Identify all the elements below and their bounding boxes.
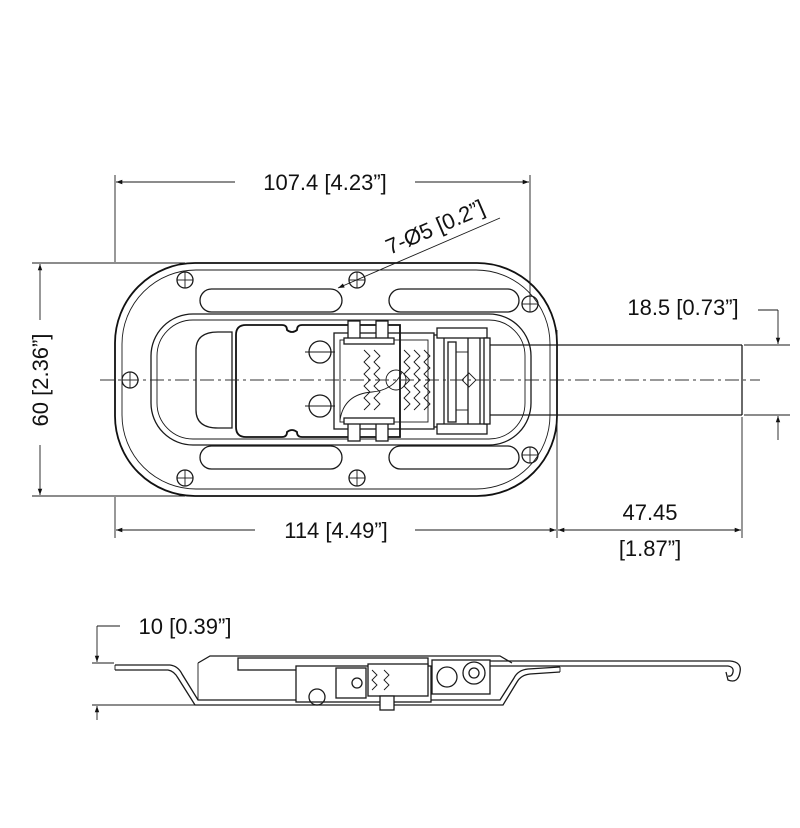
side-view — [114, 655, 741, 711]
dim-height-text: 60 [2.36”] — [28, 334, 53, 427]
grip-pocket — [195, 331, 233, 429]
slot-top-left — [199, 288, 343, 313]
side-handle-hook — [490, 660, 741, 682]
dim-top-width-text: 107.4 [4.23”] — [263, 170, 387, 195]
handle-bar — [490, 344, 743, 416]
dim-handle-width-text: 18.5 [0.73”] — [627, 295, 738, 320]
latch-plate — [235, 324, 401, 438]
top-view — [100, 262, 760, 497]
slot-bottom-left — [199, 445, 343, 470]
pins — [343, 320, 395, 442]
dimension-handle-width: 18.5 [0.73”] — [627, 295, 790, 440]
dimension-top-width: 107.4 [4.23”] — [114, 170, 531, 296]
recess-outline — [150, 313, 532, 446]
dim-handle-extension-text: 47.45 — [622, 500, 677, 525]
cam-arc — [339, 371, 403, 421]
dimension-bottom-width: 114 [4.49”] — [114, 330, 743, 543]
slot-bottom-right — [388, 445, 520, 470]
keeper-assembly — [433, 327, 491, 435]
slot-top-right — [388, 288, 520, 313]
recess-inner — [156, 319, 526, 440]
dim-handle-extension-inch-text: [1.87”] — [619, 536, 681, 561]
dimension-thickness: 10 [0.39”] — [92, 614, 231, 720]
dimension-handle-extension: 47.45 [1.87”] — [558, 500, 741, 561]
outer-flange — [114, 262, 558, 497]
dim-hole-callout-text: 7-Ø5 [0.2”] — [382, 195, 488, 260]
dim-thickness-text: 10 [0.39”] — [139, 614, 232, 639]
dimension-height: 60 [2.36”] — [28, 262, 185, 497]
dim-bottom-width-text: 114 [4.49”] — [284, 518, 388, 543]
